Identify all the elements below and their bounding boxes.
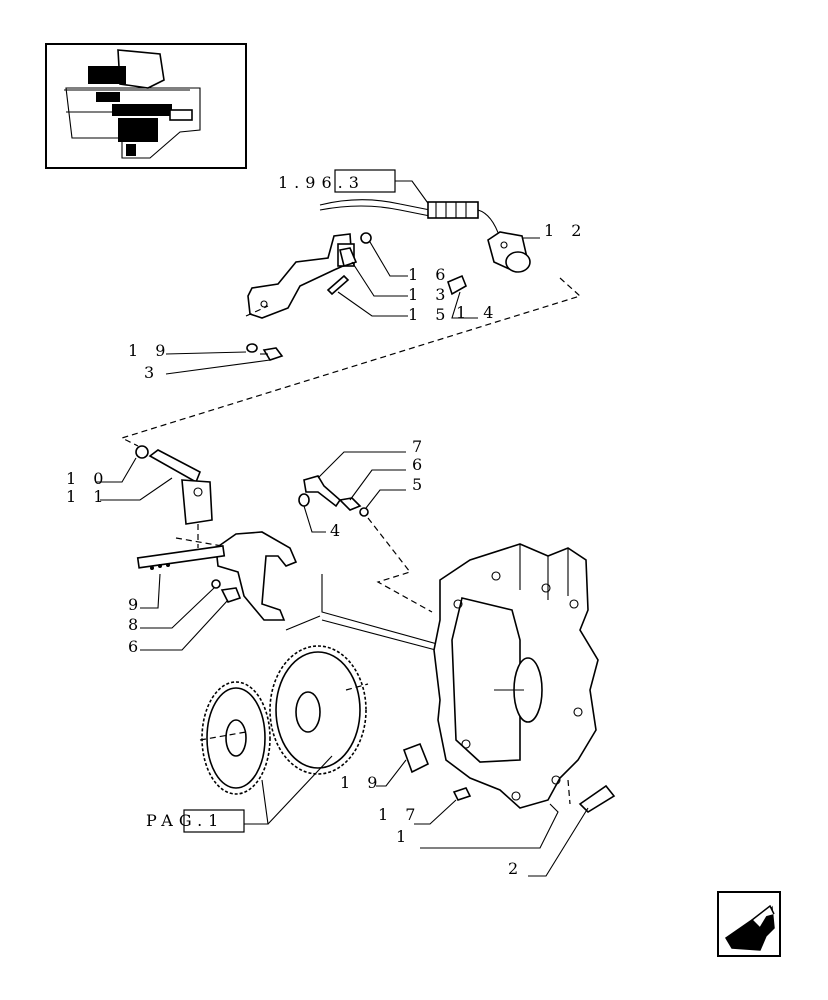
callout-7: 7 (412, 437, 428, 456)
part-5-ball[interactable]: 5 (359, 475, 428, 517)
lever-bracket[interactable] (245, 233, 355, 319)
callout-15: 1 5 (408, 305, 451, 324)
callout-10: 1 0 (66, 469, 109, 488)
callout-1: 1 (396, 827, 412, 846)
callout-14: 1 4 (456, 303, 499, 322)
part-14-pin[interactable]: 1 4 (447, 274, 499, 322)
callout-12: 1 2 (544, 221, 587, 240)
assembly-thumbnail[interactable] (45, 43, 247, 169)
callout-6b: 6 (128, 637, 144, 656)
part-9-rod[interactable]: 9 (128, 573, 161, 614)
shift-fork[interactable] (136, 531, 321, 631)
gearbox-housing[interactable]: 1 (396, 543, 599, 849)
part-16-nut[interactable]: 1 6 (360, 232, 451, 284)
part-10-ring[interactable]: 1 0 (66, 445, 149, 488)
part-8-ball[interactable]: 8 (128, 579, 221, 634)
callout-6a: 6 (412, 455, 428, 474)
cable-assembly (319, 199, 501, 239)
part-3-screw[interactable]: 3 (144, 347, 284, 382)
gear-rear[interactable] (269, 645, 369, 775)
part-19-washer[interactable]: 1 9 (128, 341, 258, 360)
gear-front[interactable] (199, 681, 271, 795)
part-15-screw[interactable]: 1 5 (326, 274, 451, 324)
callout-16: 1 6 (408, 265, 451, 284)
callout-5: 5 (412, 475, 428, 494)
part-17-pin[interactable]: 1 7 (378, 787, 472, 825)
callout-11: 1 1 (66, 487, 109, 506)
part-13-block[interactable]: 1 3 (339, 247, 451, 304)
page-ref-label: PAG.1 (146, 811, 224, 830)
page-reference[interactable]: PAG.1 (146, 755, 333, 833)
callout-2: 2 (508, 859, 524, 878)
back-arrow-icon[interactable] (717, 891, 781, 957)
part-19-bushing[interactable]: 1 9 (340, 742, 430, 792)
callout-8: 8 (128, 615, 144, 634)
part-2-screw[interactable]: 2 (508, 779, 616, 878)
callout-9: 9 (128, 595, 144, 614)
part-6-spring-top[interactable]: 6 (338, 455, 428, 511)
callout-17: 1 7 (378, 805, 421, 824)
assembly-dashed-line (120, 277, 582, 447)
part-12-bracket[interactable]: 1 2 (487, 221, 587, 273)
group-reference[interactable]: 1.96.3 (278, 169, 431, 207)
group-ref-label: 1.96.3 (278, 173, 365, 192)
callout-4: 4 (330, 521, 346, 540)
part-6-spring-bottom[interactable]: 6 (128, 587, 242, 656)
callout-13: 1 3 (408, 285, 451, 304)
part-7-bolt[interactable]: 7 (303, 437, 428, 508)
part-4-washer[interactable]: 4 (298, 493, 433, 613)
callout-19b: 1 9 (340, 773, 383, 792)
callout-19a: 1 9 (128, 341, 171, 360)
callout-3: 3 (144, 363, 160, 382)
part-11-lever[interactable]: 1 1 (66, 449, 213, 548)
